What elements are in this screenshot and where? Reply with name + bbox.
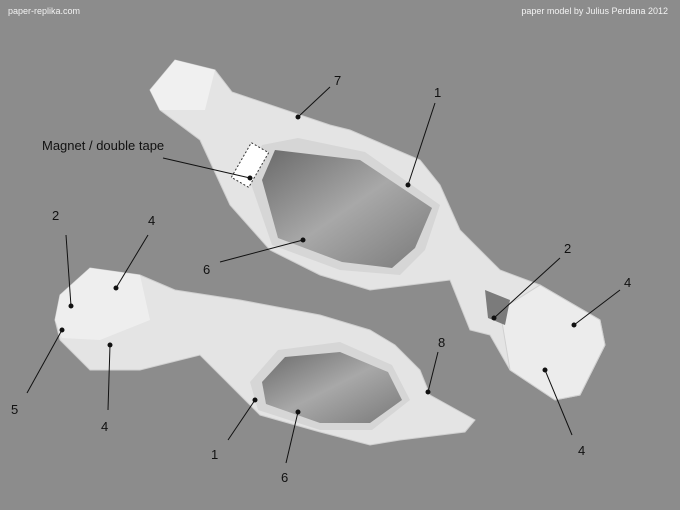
site-name: paper-replika.com — [8, 6, 81, 16]
part-label-6-top: 6 — [203, 262, 210, 277]
part-label-5: 5 — [11, 402, 18, 417]
part-label-4-right: 4 — [624, 275, 631, 290]
part-label-6-bottom: 6 — [281, 470, 288, 485]
part-label-4-left-top: 4 — [148, 213, 155, 228]
leader-lines — [26, 86, 621, 464]
part-label-1-top: 1 — [434, 85, 441, 100]
part-label-7: 7 — [334, 73, 341, 88]
part-label-1-bottom: 1 — [211, 447, 218, 462]
lower-model-piece — [54, 267, 476, 446]
part-label-2-right: 2 — [564, 241, 571, 256]
part-label-8: 8 — [438, 335, 445, 350]
part-label-4-bottom-right: 4 — [578, 443, 585, 458]
magnet-label: Magnet / double tape — [42, 138, 164, 153]
credit-text: paper model by Julius Perdana 2012 — [521, 6, 668, 16]
part-label-4-left-bottom: 4 — [101, 419, 108, 434]
part-label-2-left: 2 — [52, 208, 59, 223]
